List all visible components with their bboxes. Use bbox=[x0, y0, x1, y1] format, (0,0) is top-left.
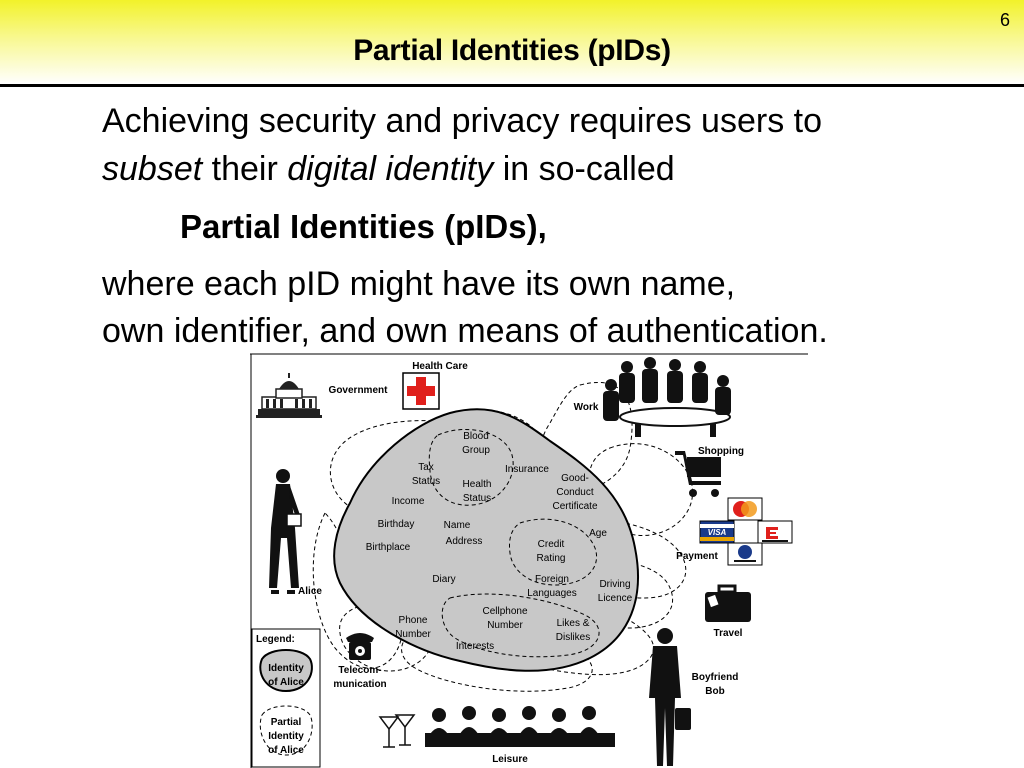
health-care-cross-icon bbox=[402, 372, 440, 410]
digital-identity-emphasis: digital identity bbox=[287, 150, 494, 188]
label-phone-number-1: Phone bbox=[399, 615, 428, 626]
label-income: Income bbox=[392, 496, 425, 507]
shopping-cart-icon bbox=[675, 451, 721, 497]
label-name: Name bbox=[444, 520, 471, 531]
legend-partial-1: Partial bbox=[271, 717, 302, 728]
label-driving-licence-2: Licence bbox=[598, 593, 633, 604]
label-alice: Alice bbox=[298, 586, 322, 597]
legend-identity-2: of Alice bbox=[268, 677, 304, 688]
label-likes-dislikes-1: Likes & bbox=[557, 618, 590, 629]
visa-card-icon: VISA bbox=[699, 520, 735, 544]
label-government: Government bbox=[329, 385, 389, 396]
label-blood-group-1: Blood bbox=[463, 431, 489, 442]
label-interests: Interests bbox=[456, 641, 494, 652]
label-good-conduct-1: Good- bbox=[561, 473, 589, 484]
body-line-4: where each pID might have its own name, bbox=[102, 265, 736, 303]
leisure-audience-icon bbox=[425, 706, 615, 747]
label-good-conduct-2: Conduct bbox=[556, 487, 593, 498]
pid-region-alice bbox=[312, 512, 404, 669]
label-birthplace: Birthplace bbox=[366, 542, 411, 553]
so-called-text: in so-called bbox=[493, 150, 675, 188]
inner-dashed-payment bbox=[509, 518, 597, 586]
label-shopping: Shopping bbox=[698, 446, 744, 457]
slide-header-band bbox=[0, 0, 1024, 84]
label-address: Address bbox=[446, 536, 483, 547]
government-building-icon bbox=[256, 373, 322, 418]
label-tax-status-2: Status bbox=[412, 476, 440, 487]
label-health-status-2: Status bbox=[463, 493, 491, 504]
label-blood-group-2: Group bbox=[462, 445, 490, 456]
header-divider bbox=[0, 84, 1024, 87]
legend-title: Legend: bbox=[256, 634, 295, 645]
subset-emphasis: subset bbox=[102, 150, 203, 188]
label-credit-rating-2: Rating bbox=[537, 553, 566, 564]
slide-title: Partial Identities (pIDs) bbox=[353, 34, 671, 67]
label-insurance: Insurance bbox=[505, 464, 549, 475]
label-birthday: Birthday bbox=[378, 519, 415, 530]
slide-number: 6 bbox=[999, 10, 1010, 30]
label-likes-dislikes-2: Dislikes bbox=[556, 632, 590, 643]
label-driving-licence-1: Driving bbox=[599, 579, 630, 590]
body-line-2: subset their digital identity in so-call… bbox=[102, 149, 675, 189]
mastercard-logo-icon bbox=[727, 497, 763, 521]
legend-partial-2: Identity bbox=[268, 731, 304, 742]
legend-identity-swatch bbox=[259, 649, 313, 693]
inner-dashed-leisure bbox=[441, 593, 600, 658]
label-cellphone-number-1: Cellphone bbox=[482, 606, 527, 617]
inner-dashed-health bbox=[428, 428, 514, 506]
their-text: their bbox=[202, 150, 288, 188]
svg-text:VISA: VISA bbox=[708, 528, 727, 537]
label-diary: Diary bbox=[432, 574, 455, 585]
travel-suitcase-icon bbox=[705, 584, 751, 622]
label-credit-rating-1: Credit bbox=[538, 539, 565, 550]
label-good-conduct-3: Certificate bbox=[552, 501, 597, 512]
legend-box bbox=[251, 628, 321, 768]
label-age: Age bbox=[589, 528, 607, 539]
cocktail-glasses-icon bbox=[378, 714, 416, 748]
label-phone-number-2: Number bbox=[395, 629, 431, 640]
label-health-care: Health Care bbox=[412, 361, 468, 372]
label-foreign-languages-2: Languages bbox=[527, 588, 577, 599]
pid-region-boyfriend bbox=[436, 582, 655, 676]
telephone-icon bbox=[346, 633, 374, 660]
label-leisure: Leisure bbox=[492, 754, 528, 765]
pid-term: Partial Identities (pIDs), bbox=[180, 208, 547, 245]
label-payment: Payment bbox=[676, 551, 718, 562]
body-line-1: Achieving security and privacy requires … bbox=[102, 102, 822, 140]
label-telecom-2: munication bbox=[333, 679, 386, 690]
label-health-status-1: Health bbox=[463, 479, 492, 490]
work-meeting-icon bbox=[603, 357, 731, 437]
boyfriend-bob-silhouette-icon bbox=[649, 628, 691, 766]
body-line-5: own identifier, and own means of authent… bbox=[102, 312, 828, 350]
legend-partial-3: of Alice bbox=[268, 745, 304, 756]
label-work: Work bbox=[574, 402, 599, 413]
label-tax-status-1: Tax bbox=[418, 462, 434, 473]
partial-identities-diagram: VISA bbox=[250, 353, 810, 768]
alice-silhouette-icon bbox=[269, 469, 302, 594]
label-foreign-languages-1: Foreign bbox=[535, 574, 569, 585]
pid-region-shopping bbox=[588, 443, 694, 536]
label-cellphone-number-2: Number bbox=[487, 620, 523, 631]
eurocard-logo-icon bbox=[757, 520, 793, 544]
label-boyfriend-2: Bob bbox=[705, 686, 724, 697]
legend-identity-1: Identity bbox=[268, 663, 304, 674]
label-travel: Travel bbox=[714, 628, 743, 639]
label-telecom-1: Telecom- bbox=[338, 665, 381, 676]
label-boyfriend-1: Boyfriend bbox=[692, 672, 739, 683]
legend-partial-swatch bbox=[259, 705, 313, 756]
diners-club-logo-icon bbox=[727, 542, 763, 566]
identity-of-alice-region bbox=[333, 408, 639, 672]
pid-region-government bbox=[329, 420, 498, 525]
